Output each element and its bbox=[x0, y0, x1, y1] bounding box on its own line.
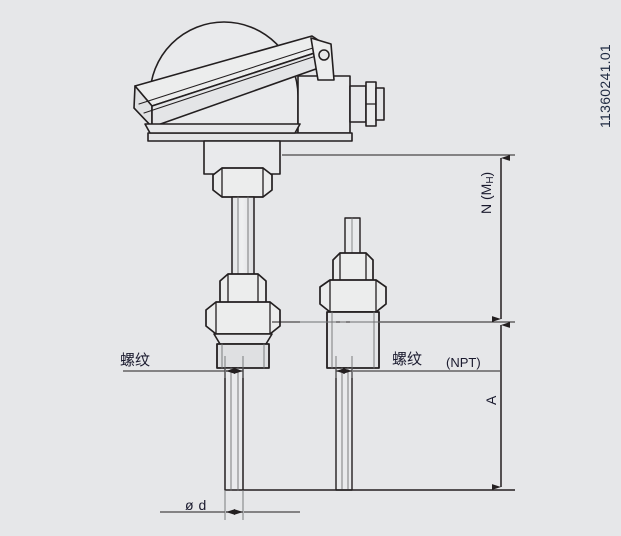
npt-thread-body bbox=[326, 311, 380, 369]
document-number: 11360241.01 bbox=[597, 43, 613, 128]
cable-entry-gland bbox=[349, 81, 385, 127]
dimension-lines bbox=[123, 154, 515, 520]
label-dimension-n: N (MH) bbox=[478, 172, 496, 214]
process-hex-nut bbox=[205, 301, 281, 335]
npt-process-hex bbox=[319, 279, 387, 313]
label-thread-right: 螺纹 bbox=[392, 351, 423, 368]
label-dimension-n-close: ) bbox=[478, 171, 494, 177]
label-dimension-a: A bbox=[483, 395, 499, 405]
label-dimension-n-subscript: H bbox=[484, 176, 496, 184]
label-diameter: ø d bbox=[185, 497, 207, 513]
probe-stem-right bbox=[335, 367, 353, 491]
connection-head bbox=[133, 21, 385, 142]
label-npt: (NPT) bbox=[446, 355, 481, 370]
probe-stem-left bbox=[224, 367, 244, 491]
label-dimension-n-main: N (M bbox=[478, 183, 494, 214]
label-thread-left: 螺纹 bbox=[120, 352, 151, 369]
extension-neck-assembly bbox=[203, 140, 281, 491]
lid-hinge bbox=[310, 37, 335, 81]
upper-hex-nut bbox=[212, 167, 273, 198]
neck-tube bbox=[231, 196, 255, 282]
npt-upper-tube bbox=[344, 217, 361, 261]
